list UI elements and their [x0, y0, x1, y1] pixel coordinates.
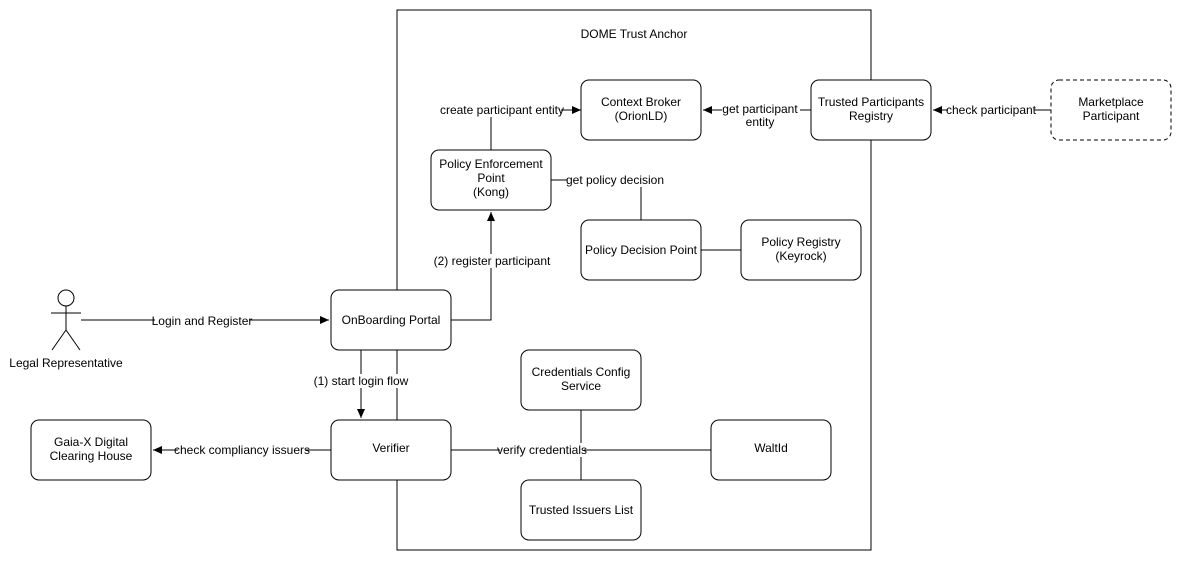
node-marketplace-participant: Marketplace Participant — [1050, 79, 1172, 141]
node-trusted-issuers-list: Trusted Issuers List — [520, 479, 642, 541]
node-policy-decision-point: Policy Decision Point — [580, 219, 702, 281]
label-get-participant-entity: get participant entity — [722, 102, 800, 129]
edge-register-participant — [451, 212, 495, 321]
node-credentials-config-service: Credentials Config Service — [520, 349, 642, 411]
svg-text:Policy Decision Point: Policy Decision Point — [585, 243, 698, 257]
node-waltid: WaltId — [710, 419, 832, 481]
svg-text:Trusted Participants: Trusted Participants — [818, 95, 924, 109]
svg-text:get policy decision: get policy decision — [566, 173, 664, 187]
svg-text:OnBoarding Portal: OnBoarding Portal — [342, 313, 441, 327]
svg-text:Policy Enforcement: Policy Enforcement — [439, 157, 543, 171]
svg-text:create participant entity: create participant entity — [440, 103, 564, 117]
node-context-broker: Context Broker (OrionLD) — [580, 79, 702, 141]
label-check-participant: check participant — [946, 103, 1037, 117]
trust-anchor-title: DOME Trust Anchor — [581, 27, 688, 41]
svg-text:Trusted Issuers List: Trusted Issuers List — [529, 503, 634, 517]
node-verifier: Verifier — [330, 419, 452, 481]
svg-text:Context Broker: Context Broker — [601, 95, 681, 109]
svg-text:Policy Registry: Policy Registry — [761, 235, 840, 249]
svg-text:Marketplace: Marketplace — [1078, 95, 1144, 109]
svg-text:Clearing House: Clearing House — [50, 449, 133, 463]
label-login-and-register: Login and Register — [152, 313, 253, 328]
label-start-login-flow: (1) start login flow — [314, 374, 409, 388]
svg-text:Login and Register: Login and Register — [152, 314, 253, 328]
svg-text:check participant: check participant — [946, 103, 1037, 117]
svg-text:Point: Point — [477, 171, 505, 185]
svg-text:(2) register participant: (2) register participant — [434, 254, 551, 268]
actor-stick-figure-icon — [51, 289, 81, 351]
label-get-policy-decision: get policy decision — [566, 173, 664, 187]
node-onboarding-portal: OnBoarding Portal — [330, 289, 452, 351]
node-trusted-participants-registry: Trusted Participants Registry — [810, 79, 932, 141]
svg-text:(Kong): (Kong) — [473, 185, 509, 199]
svg-text:(1) start login flow: (1) start login flow — [314, 374, 409, 388]
svg-text:Credentials Config: Credentials Config — [532, 365, 631, 379]
svg-text:Verifier: Verifier — [372, 441, 409, 455]
node-policy-registry: Policy Registry (Keyrock) — [740, 219, 862, 281]
node-gaia-x-clearing-house: Gaia-X Digital Clearing House — [30, 419, 152, 481]
svg-text:WaltId: WaltId — [754, 441, 788, 455]
label-check-compliancy-issuers: check compliancy issuers — [174, 443, 310, 457]
svg-text:get participant: get participant — [722, 102, 798, 116]
svg-text:Service: Service — [561, 379, 601, 393]
label-create-participant-entity: create participant entity — [440, 103, 564, 117]
node-policy-enforcement-point: Policy Enforcement Point (Kong) — [430, 149, 552, 211]
svg-text:check compliancy issuers: check compliancy issuers — [174, 443, 310, 457]
svg-text:entity: entity — [746, 115, 775, 129]
svg-text:(OrionLD): (OrionLD) — [615, 109, 668, 123]
label-verify-credentials: verify credentials — [497, 443, 587, 457]
svg-text:Gaia-X Digital: Gaia-X Digital — [54, 435, 128, 449]
actor-label: Legal Representative — [9, 356, 123, 370]
label-register-participant: (2) register participant — [434, 254, 551, 268]
svg-text:Participant: Participant — [1083, 109, 1140, 123]
svg-text:verify credentials: verify credentials — [497, 443, 587, 457]
svg-text:Registry: Registry — [849, 109, 893, 123]
svg-text:(Keyrock): (Keyrock) — [775, 249, 826, 263]
